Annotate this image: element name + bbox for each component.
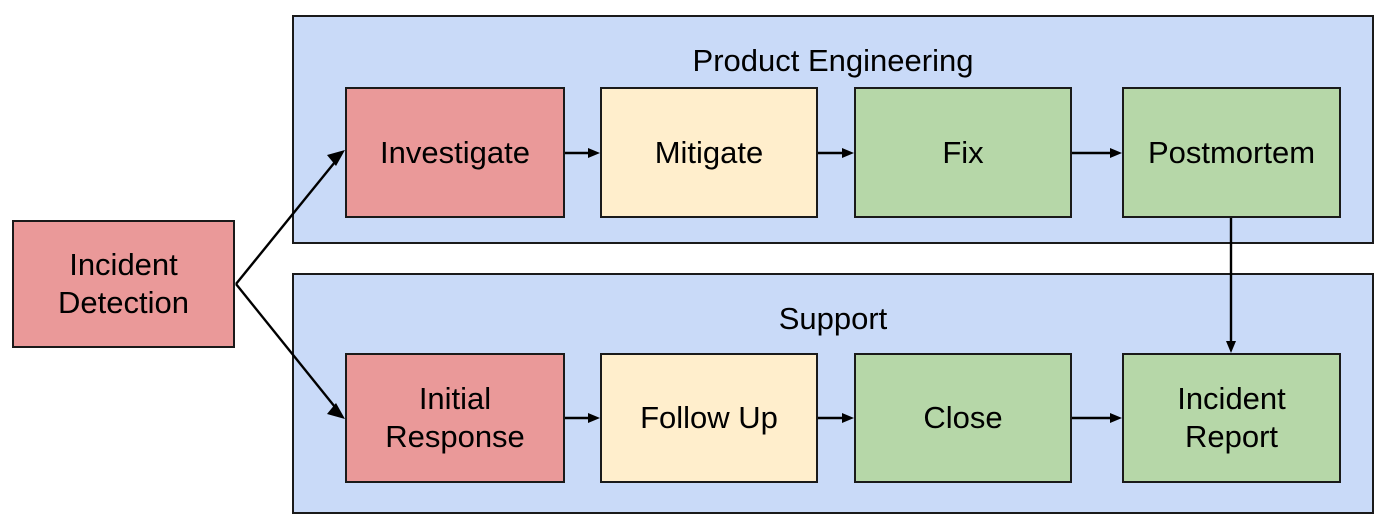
node-incident-detection[interactable]: Incident Detection xyxy=(12,220,235,348)
node-follow-up[interactable]: Follow Up xyxy=(600,353,818,483)
node-initial-response[interactable]: Initial Response xyxy=(345,353,565,483)
swimlane-title-support: Support xyxy=(778,301,888,336)
node-postmortem[interactable]: Postmortem xyxy=(1122,87,1341,218)
swimlane-title-product-engineering: Product Engineering xyxy=(692,43,974,78)
node-investigate[interactable]: Investigate xyxy=(345,87,565,218)
node-incident-report[interactable]: Incident Report xyxy=(1122,353,1341,483)
node-close[interactable]: Close xyxy=(854,353,1072,483)
node-mitigate[interactable]: Mitigate xyxy=(600,87,818,218)
node-fix[interactable]: Fix xyxy=(854,87,1072,218)
